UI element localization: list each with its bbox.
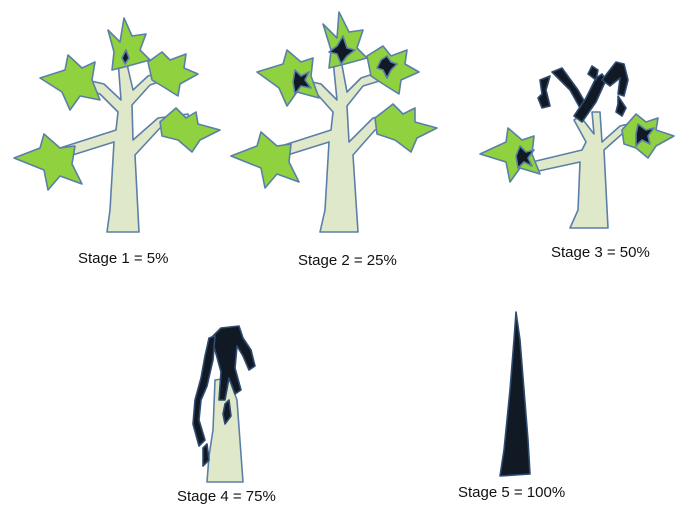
damage-spot xyxy=(121,49,130,65)
burnt-branch xyxy=(601,61,629,97)
damage-spot xyxy=(328,35,356,65)
leaf xyxy=(107,17,151,71)
leaf xyxy=(230,131,300,189)
leaf xyxy=(256,49,320,107)
burnt-stump xyxy=(499,311,531,477)
stage-3-label: Stage 3 = 50% xyxy=(551,244,650,261)
stage-4-label: Stage 4 = 75% xyxy=(177,488,276,505)
burnt-branch xyxy=(222,399,232,425)
burnt-branch xyxy=(551,67,587,109)
stage-5-illustration xyxy=(490,300,550,480)
stage-3-illustration xyxy=(470,50,680,240)
leaf xyxy=(374,103,438,153)
burnt-branch xyxy=(202,443,210,467)
stage-1-label: Stage 1 = 5% xyxy=(78,250,169,267)
burnt-branch xyxy=(192,335,216,447)
burnt-branch xyxy=(587,65,599,81)
leaf xyxy=(13,133,83,191)
damage-spot xyxy=(635,123,655,147)
stage-1-illustration xyxy=(0,0,240,245)
burnt-branch xyxy=(537,75,551,109)
burnt-branch xyxy=(210,325,256,401)
leaf xyxy=(147,51,199,97)
leaf xyxy=(366,45,420,95)
leaf xyxy=(39,54,101,111)
damage-spot xyxy=(376,55,398,79)
stage-2-illustration xyxy=(225,0,465,245)
damage-spot xyxy=(515,145,535,169)
stage-2-label: Stage 2 = 25% xyxy=(298,252,397,269)
stage-4-illustration xyxy=(185,320,265,488)
leaf xyxy=(159,107,221,153)
damage-spot xyxy=(292,69,312,95)
burnt-branch xyxy=(615,95,627,117)
stage-5-label: Stage 5 = 100% xyxy=(458,484,566,501)
